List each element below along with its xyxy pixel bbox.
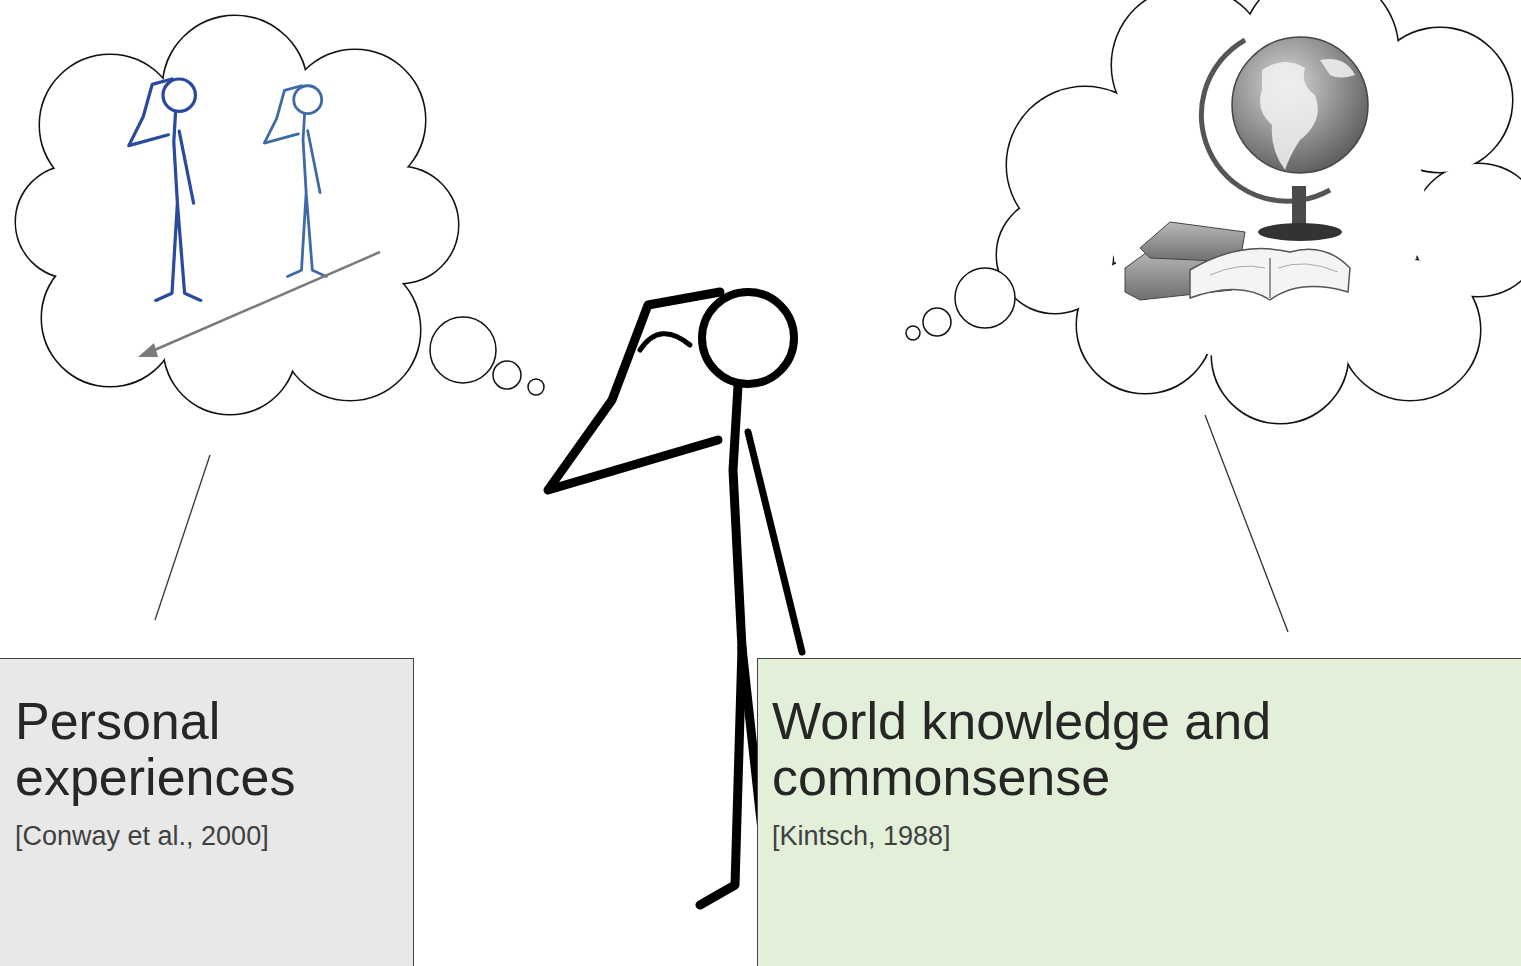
figure-head bbox=[294, 86, 322, 114]
figure-arm bbox=[308, 131, 320, 193]
citation: [Conway et al., 2000] bbox=[15, 819, 403, 853]
book-spine bbox=[1269, 258, 1271, 298]
globe-base bbox=[1258, 223, 1342, 241]
figure-raised-arm bbox=[548, 292, 720, 490]
figure-body bbox=[288, 114, 327, 277]
thought-bubbles-left bbox=[430, 317, 544, 395]
figure-body bbox=[156, 111, 201, 300]
globe-continent bbox=[1320, 59, 1355, 78]
thought-cloud-left bbox=[16, 16, 458, 414]
globe-sphere bbox=[1232, 37, 1368, 173]
text-box: World knowledge and commonsense [Kintsch,… bbox=[757, 658, 1521, 966]
thought-bubble bbox=[430, 317, 496, 383]
time-arrow bbox=[138, 252, 380, 357]
memory-figure bbox=[129, 79, 201, 300]
arrow-line bbox=[150, 252, 380, 352]
globe-stand bbox=[1292, 186, 1306, 226]
thought-bubble bbox=[906, 326, 920, 340]
cloud-fill bbox=[1105, 45, 1425, 365]
thought-bubble bbox=[493, 361, 521, 389]
figure-leg bbox=[700, 648, 742, 905]
leader-line bbox=[155, 455, 210, 620]
figure-head bbox=[702, 292, 794, 384]
cloud-fill bbox=[85, 72, 385, 372]
book-pages bbox=[1210, 264, 1338, 275]
box-heading: World knowledge and commonsense bbox=[772, 693, 1521, 805]
books bbox=[1125, 222, 1350, 300]
open-book bbox=[1190, 249, 1350, 300]
box-heading: Personal experiences bbox=[15, 693, 403, 805]
figure-hand bbox=[640, 334, 690, 350]
thought-bubbles-right bbox=[906, 268, 1015, 340]
figure-body bbox=[733, 386, 742, 648]
leader-line bbox=[1205, 415, 1288, 632]
thought-bubble bbox=[923, 308, 951, 336]
globe-continent bbox=[1260, 62, 1318, 170]
figure-arm bbox=[748, 432, 802, 652]
globe bbox=[1201, 37, 1368, 241]
citation: [Kintsch, 1988] bbox=[772, 819, 1521, 853]
thought-cloud-right bbox=[997, 0, 1521, 423]
thought-bubble bbox=[955, 268, 1015, 328]
figure-arm bbox=[264, 86, 301, 143]
arrow-head bbox=[138, 343, 158, 357]
thought-cloud-right-fill bbox=[997, 0, 1521, 423]
text-box: Personal experiences [Conway et al., 2000… bbox=[0, 658, 414, 966]
thought-bubble bbox=[528, 379, 544, 395]
figure-head bbox=[163, 79, 195, 111]
thought-cloud-left-fill bbox=[16, 16, 458, 414]
figure-arm bbox=[129, 79, 172, 146]
figure-arm bbox=[179, 131, 193, 203]
memory-figure bbox=[264, 86, 326, 277]
